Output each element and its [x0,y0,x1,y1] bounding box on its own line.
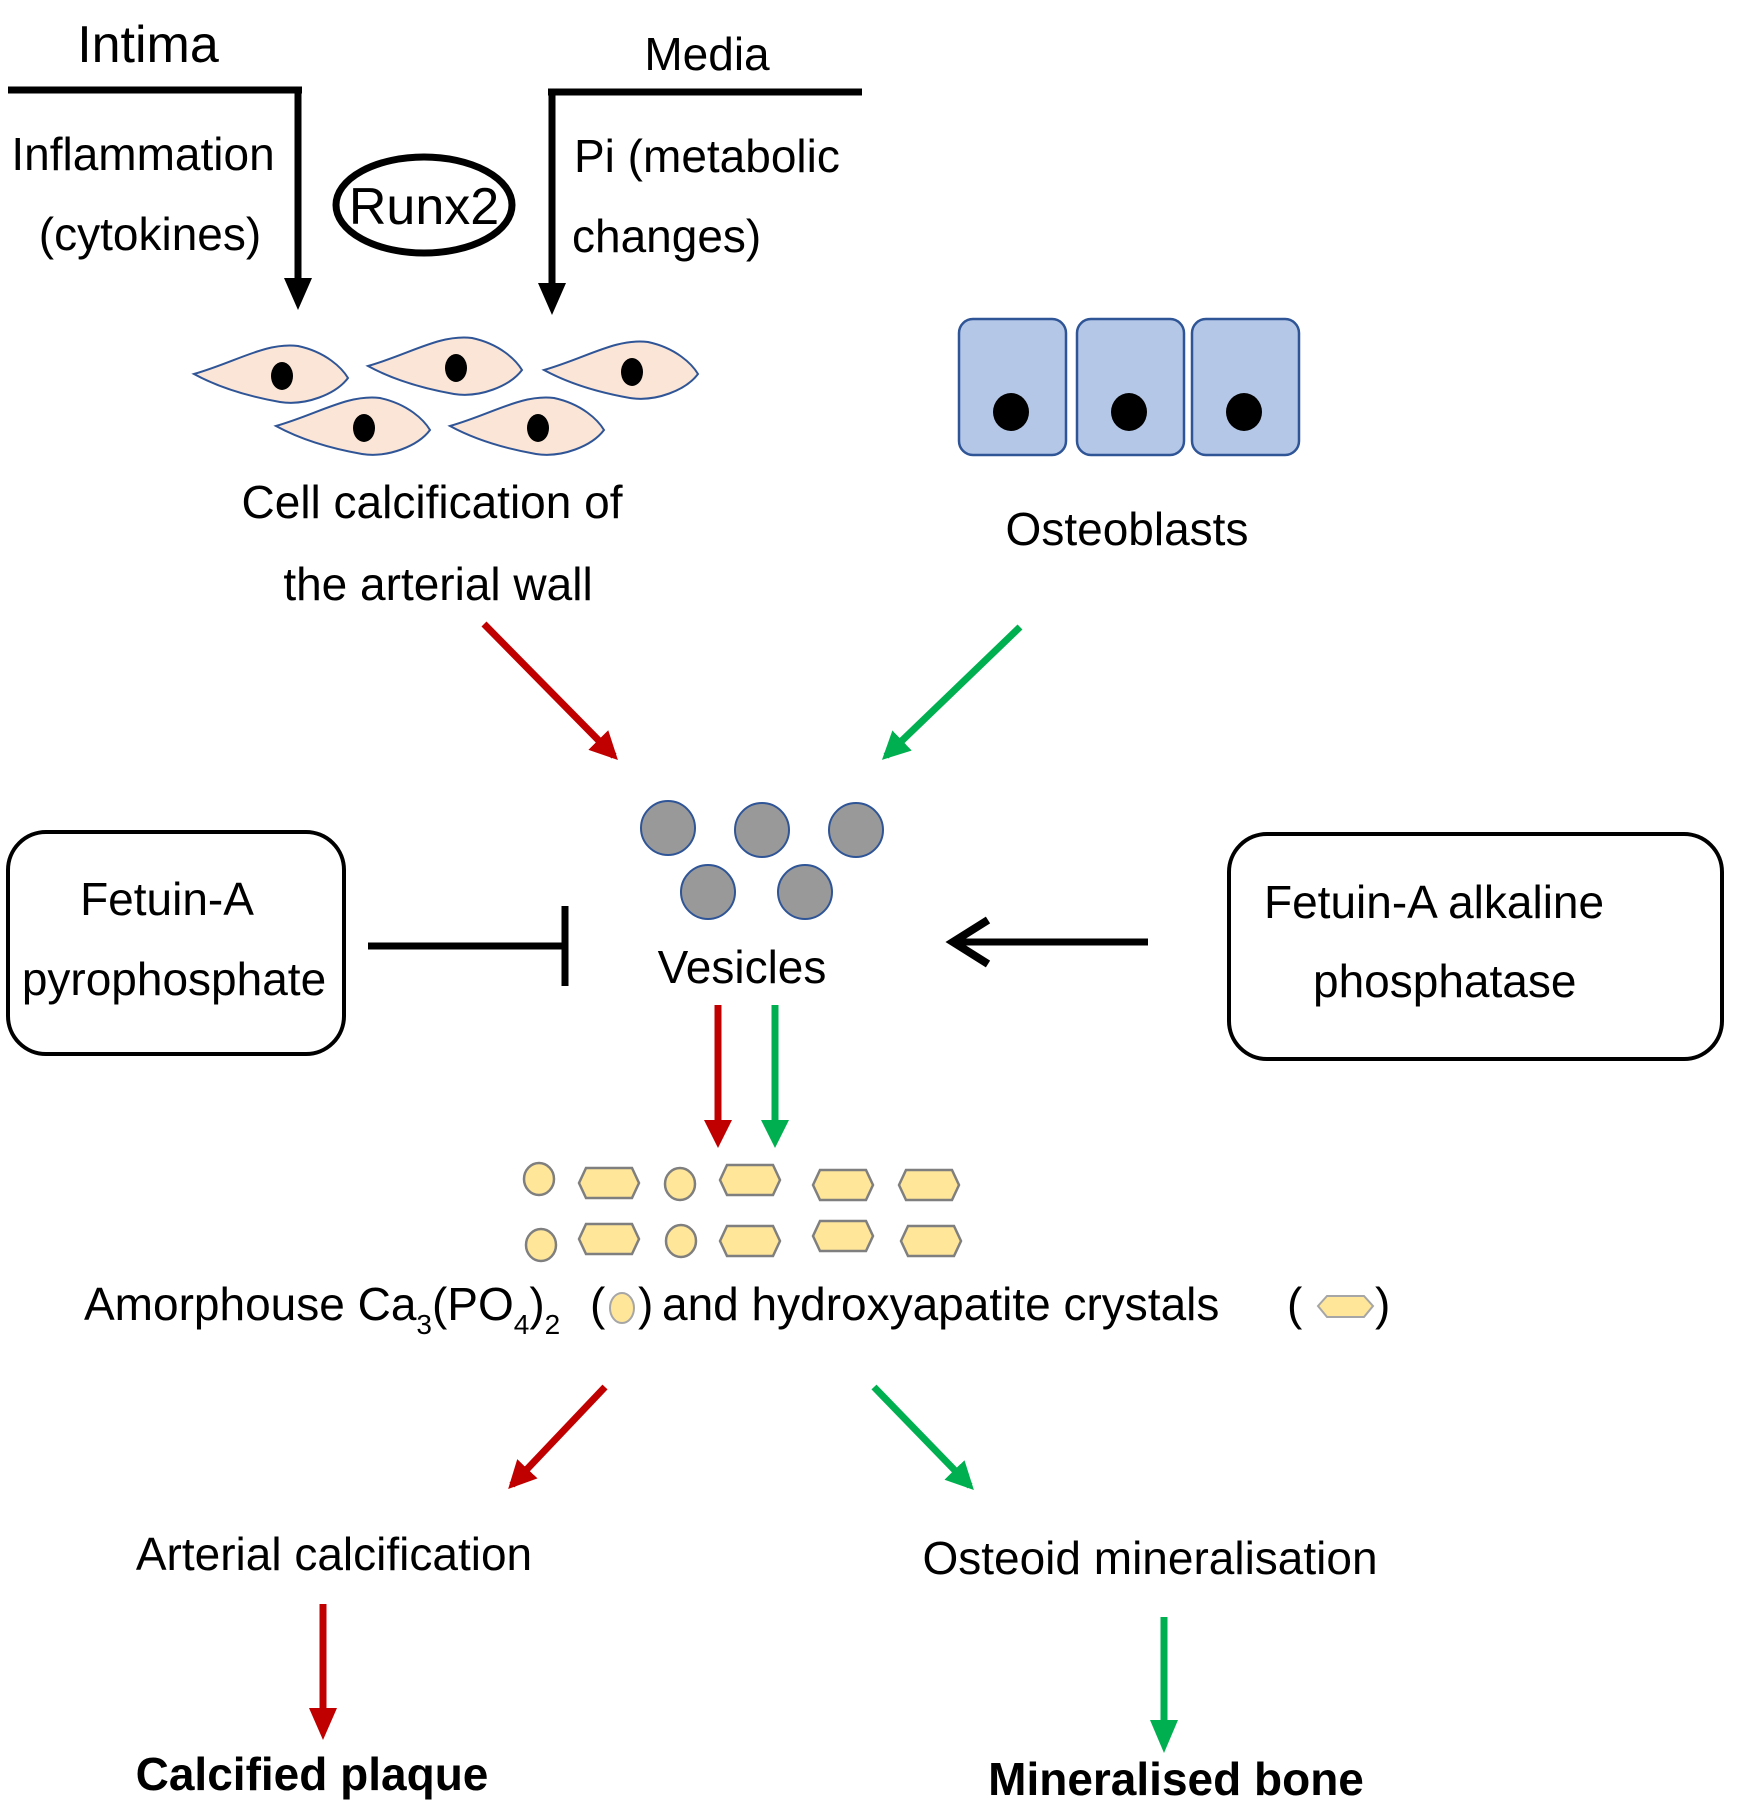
vesicle-group [640,800,884,920]
vsmc-cell-body [273,396,432,456]
metabolic-changes-label: changes) [572,210,761,262]
caption-sub1: 3 [416,1309,432,1340]
vsmc-nucleus [445,354,467,382]
osteoblast-cell [957,317,1068,457]
hydroxyapatite-crystal [897,1168,961,1202]
hydroxyapatite-crystal [718,1163,782,1197]
runx2-ellipse [332,153,516,257]
vsmc-cell [541,340,700,400]
promoter-box-frame [1227,832,1724,1061]
caption-close: ) [529,1278,544,1330]
caption-sub3: 2 [545,1309,561,1340]
osteoblast-nucleus [1226,393,1262,431]
crystals-caption-text: Amorphouse Ca3(PO4)2 [84,1278,560,1340]
vsmc-cell [191,344,350,404]
vesicle [777,864,833,920]
arterial-calcification-label: Arterial calcification [136,1528,532,1580]
media-group: Media Pi (metabolic changes) [538,28,862,315]
osteoblasts-label: Osteoblasts [1006,503,1249,555]
amorphous-calcium-phosphate-icon [609,1292,635,1324]
vsmc-nucleus [527,414,549,442]
crystal-group [522,1161,963,1263]
hydroxyapatite-crystal [577,1222,641,1256]
vsmc-cell-body [541,340,700,400]
inflammation-label: Inflammation [11,128,274,180]
mineralised-bone-label: Mineralised bone [988,1753,1364,1803]
osteoblast-nucleus [1111,393,1147,431]
caption-paren-open-1: ( [590,1278,606,1330]
caption-and-text: and hydroxyapatite crystals [662,1278,1219,1330]
promoter-box-line1: Fetuin-A alkaline [1264,876,1604,928]
vesicle [734,802,790,858]
vsmc-cell-body [447,396,606,456]
osteoblast-cell [1075,317,1186,457]
amorphous-particle [663,1166,697,1202]
vesicle [640,800,696,856]
intima-arrow-head [284,278,312,310]
vsmc-nucleus [621,358,643,386]
vesicles-to-crystals-red-head [704,1120,732,1148]
osteoblast-nucleus [993,393,1029,431]
media-arrow-head [538,283,566,315]
vsmc-cell-body [365,336,524,396]
arterial-to-plaque-head [309,1708,337,1740]
caption-paren-close-1: ) [638,1278,653,1330]
caption-mid: (PO [432,1278,514,1330]
inhibitor-box-line1: Fetuin-A [80,873,254,925]
cell-calcification-label-line1: Cell calcification of [242,476,623,528]
promoter-box-line2: phosphatase [1313,955,1576,1007]
caption-sub2: 4 [514,1309,530,1340]
vesicles-label: Vesicles [658,941,827,993]
hydroxyapatite-crystal-icon [1316,1295,1375,1318]
osteoid-to-bone-head [1150,1720,1178,1753]
promoter-box: Fetuin-A alkaline phosphatase [1227,832,1724,1061]
amorphous-particle [664,1223,698,1259]
intima-title: Intima [77,16,219,74]
osteoblast-cell-body [1075,317,1186,457]
crystals-to-arterial-arrow [508,1384,608,1490]
caption-paren-open-2: ( [1287,1278,1303,1330]
runx2-node: Runx2 [332,153,516,257]
vsmc-nucleus [353,414,375,442]
osteoblast-cell-body [957,317,1068,457]
pi-label: Pi (metabolic [574,130,840,182]
vsmc-nucleus [271,362,293,390]
osteoid-mineralisation-label: Osteoid mineralisation [922,1532,1377,1584]
cell-calcification-label-line2: the arterial wall [283,558,592,610]
vsmc-cell [365,336,524,396]
osteoblast-cell [1190,317,1301,457]
osteoblast-cell-body [1190,317,1301,457]
crystals-caption: Amorphouse Ca3(PO4)2 ( ) and hydroxyapat… [84,1278,1390,1340]
crystals-to-osteoid-arrow [871,1384,974,1491]
hydroxyapatite-crystal [718,1224,782,1258]
hydroxyapatite-crystal [577,1166,641,1200]
hydroxyapatite-crystal [811,1219,875,1253]
inhibitor-box-frame [6,830,346,1056]
inhibitor-box-line2: pyrophosphate [22,953,326,1005]
vsmc-to-vesicles-arrow [481,621,618,760]
vsmc-cell-group [191,336,700,456]
hydroxyapatite-crystal [811,1168,875,1202]
vsmc-cell-body [191,344,350,404]
vsmc-cell [447,396,606,456]
osteoblast-to-vesicles-arrow [881,624,1023,760]
vesicle [680,864,736,920]
hydroxyapatite-crystal [899,1224,963,1258]
vesicle [828,802,884,858]
caption-prefix: Amorphouse Ca [84,1278,417,1330]
amorphous-particle [524,1227,558,1263]
vesicles-to-crystals-green-head [761,1120,789,1148]
osteoblast-cell-group [957,317,1301,457]
cytokines-label: (cytokines) [39,208,261,260]
inhibitor-box: Fetuin-A pyrophosphate [6,830,346,1056]
runx2-label: Runx2 [349,178,499,236]
vsmc-cell [273,396,432,456]
caption-paren-close-2: ) [1375,1278,1390,1330]
media-title: Media [644,28,770,80]
calcified-plaque-label: Calcified plaque [136,1748,489,1800]
intima-group: Intima Inflammation (cytokines) [8,16,312,310]
amorphous-particle [522,1161,556,1197]
promotion-arrow-head [945,916,991,968]
